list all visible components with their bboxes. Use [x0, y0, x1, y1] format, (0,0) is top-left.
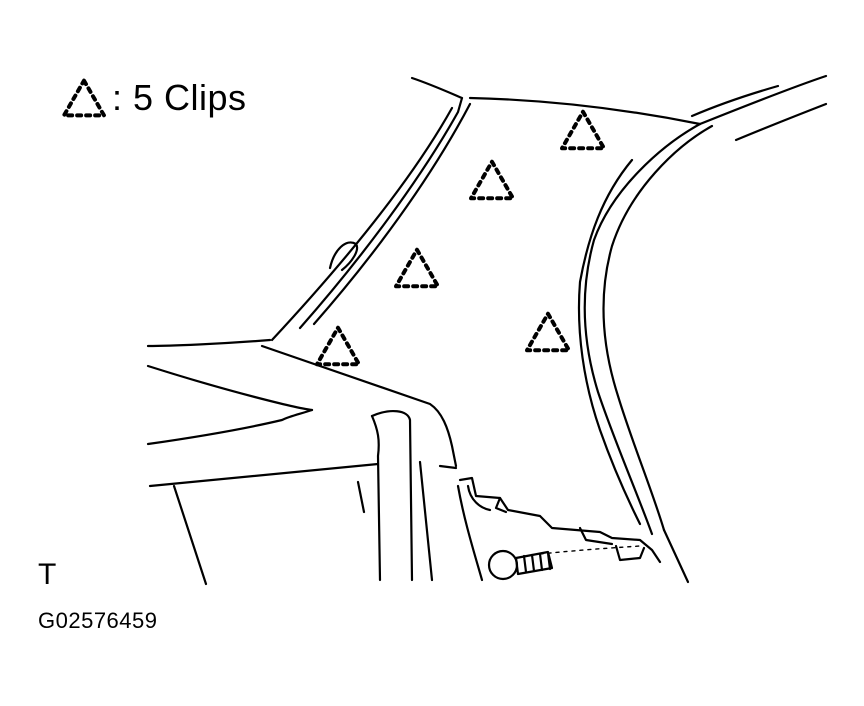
legend-text: : 5 Clips: [112, 77, 247, 118]
legend: : 5 Clips: [62, 77, 247, 118]
view-marker: T: [38, 558, 57, 591]
clip-2: [469, 159, 515, 201]
screw: [487, 549, 554, 581]
legend-icon-slot: [62, 80, 106, 116]
clip-3: [394, 247, 440, 289]
legend-triangle: [62, 78, 106, 118]
clip-5: [525, 311, 571, 353]
clip-markers: [315, 109, 606, 367]
dotted-triangle-clip-icon: [62, 78, 106, 118]
clip-4: [315, 325, 361, 367]
clip-1: [560, 109, 606, 151]
figure-code: G02576459: [38, 608, 158, 633]
body-outline: [146, 74, 828, 586]
